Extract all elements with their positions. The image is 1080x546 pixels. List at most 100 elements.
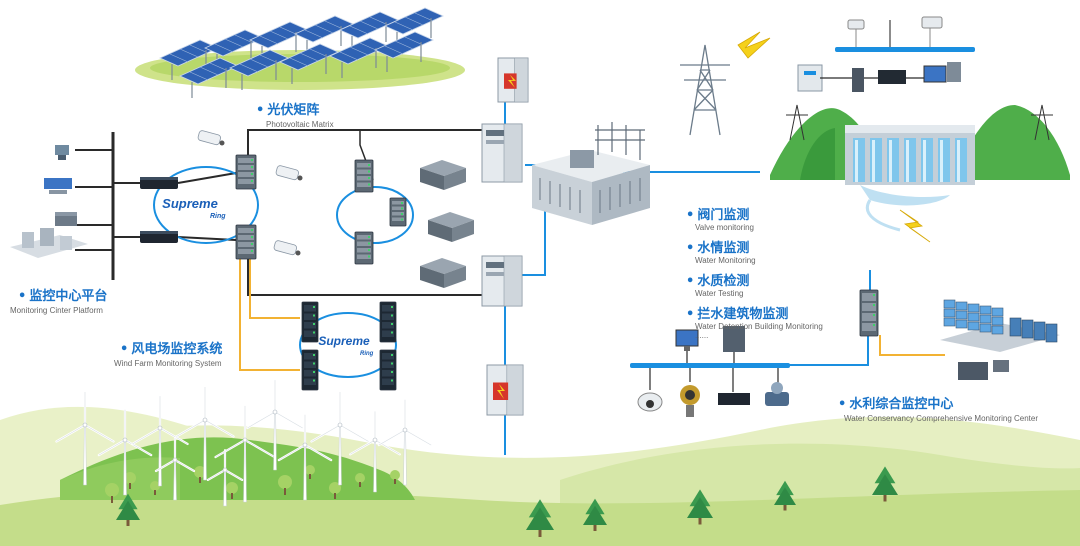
- monitor-center-en: Monitoring Cinter Platform: [10, 306, 103, 315]
- camera-icon: [275, 165, 303, 181]
- supreme-ring-right: Supreme Ring: [299, 312, 397, 378]
- water-items-list: •阀门监测 Valve monitoring •水情监测 Water Monit…: [686, 204, 823, 340]
- pv-label-zh: 光伏矩阵: [267, 103, 320, 118]
- tree-icon: [150, 481, 160, 495]
- water-item-zh: 水质检测: [697, 274, 750, 289]
- inverter-box-icon: [420, 258, 466, 288]
- solar-panel-icon: [279, 43, 339, 84]
- wind-turbine-icon: [214, 404, 276, 503]
- wind-turbine-icon: [310, 390, 370, 486]
- water-monitoring-devices: [630, 326, 790, 417]
- supreme-ring-left: Supreme Ring: [153, 166, 259, 244]
- water-item-en: Water Detention Building Monitoring: [695, 322, 823, 331]
- server-icon: [723, 326, 745, 352]
- network-links: [75, 100, 945, 455]
- cameras: [197, 130, 303, 256]
- pv-label: •光伏矩阵 Photovoltaic Matrix: [256, 103, 334, 129]
- tree-icon: [872, 466, 898, 502]
- water-item: •水质检测 Water Testing: [686, 270, 823, 298]
- water-center-label: •水利综合监控中心 Water Conservancy Comprehensiv…: [838, 397, 1039, 423]
- industrial-switch-icon: [354, 231, 374, 265]
- water-item-zh: 阀门监测: [697, 208, 750, 223]
- solar-panel-icon: [329, 37, 389, 78]
- water-item: •水情监测 Water Monitoring: [686, 237, 823, 265]
- water-item-zh: 水情监测: [697, 241, 750, 256]
- water-item-en: Valve monitoring: [695, 223, 754, 232]
- cabinets: [481, 57, 529, 416]
- wind-turbine-icon: [131, 395, 189, 487]
- tree-icon: [774, 480, 796, 511]
- industrial-switch-icon: [301, 349, 319, 391]
- facility-icon: [10, 228, 88, 258]
- inverter-box-icon: [428, 212, 474, 242]
- dam-icon: [770, 104, 1070, 243]
- industrial-switches: [235, 154, 879, 391]
- wind-turbine-icon: [97, 408, 153, 496]
- trees: [105, 465, 898, 537]
- solar-panel-icon: [374, 31, 434, 72]
- power-tower-icon: [680, 31, 771, 136]
- tree-icon: [278, 475, 292, 495]
- wind-turbine-icon: [349, 410, 401, 493]
- tree-icon: [105, 483, 119, 503]
- wind-farm-zh: 风电场监控系统: [131, 342, 223, 357]
- tree-icon: [390, 470, 400, 484]
- control-cabinet-icon: [481, 123, 523, 183]
- wind-turbines: [55, 379, 433, 507]
- substation-building-icon: [532, 122, 650, 225]
- lightning-cabinet-icon: [497, 57, 529, 103]
- water-sensor-icon: [680, 385, 700, 417]
- tree-icon: [526, 499, 554, 537]
- flow-meter-icon: [765, 382, 789, 406]
- tree-icon: [583, 498, 607, 531]
- monitor-center-label: •监控中心平台 Monitoring Cinter Platform: [10, 289, 108, 315]
- tree-icon: [194, 466, 206, 483]
- industrial-switch-icon: [235, 154, 257, 190]
- industrial-switch-icon: [354, 159, 374, 193]
- router-icon: [140, 231, 178, 243]
- tree-icon: [355, 473, 365, 487]
- camera-icon: [273, 240, 301, 256]
- wind-turbine-icon: [175, 385, 235, 481]
- water-items-ellipsis: ......: [695, 331, 709, 340]
- industrial-switch-icon: [379, 349, 397, 391]
- photovoltaic-matrix: [135, 7, 465, 98]
- tree-icon: [116, 493, 140, 526]
- water-center-zh: 水利综合监控中心: [849, 397, 954, 412]
- water-item: •拦水建筑物监测 Water Detention Building Monito…: [686, 307, 823, 331]
- terminal-icon: [55, 145, 69, 160]
- dome-camera-icon: [637, 392, 663, 412]
- ring-brand: Supreme: [318, 334, 370, 348]
- water-center-screens: [940, 299, 1060, 380]
- solar-panel-group: [159, 7, 444, 98]
- wind-turbine-icon: [377, 398, 433, 486]
- tree-icon: [329, 482, 341, 499]
- water-item: •阀门监测 Valve monitoring: [686, 204, 823, 232]
- tree-icon: [687, 489, 713, 525]
- wind-turbine-icon: [246, 379, 304, 471]
- wind-farm-label: •风电场监控系统 Wind Farm Monitoring System: [114, 342, 223, 368]
- monitoring-center-devices: [10, 145, 178, 258]
- tree-icon: [226, 482, 238, 499]
- switch-ring-middle: [336, 186, 414, 244]
- pv-label-en: Photovoltaic Matrix: [266, 120, 334, 129]
- industrial-switch-icon: [379, 301, 397, 343]
- ring-sub: Ring: [210, 213, 226, 220]
- lightning-cabinet-icon: [486, 364, 524, 416]
- router-icon: [718, 393, 750, 405]
- tree-icon: [305, 465, 315, 479]
- inverter-box-icon: [420, 160, 466, 190]
- ring-brand: Supreme: [162, 196, 218, 211]
- ring-sub: Ring: [360, 351, 374, 357]
- camera-icon: [847, 19, 865, 47]
- wind-turbine-icon: [154, 436, 196, 501]
- tree-icon: [124, 472, 136, 489]
- solar-panel-icon: [229, 49, 289, 90]
- water-center-en: Water Conservancy Comprehensive Monitori…: [844, 414, 1039, 423]
- dam-top-equipment: [797, 16, 975, 92]
- industrial-switch-icon: [235, 224, 257, 260]
- industrial-switch-icon: [859, 289, 879, 337]
- water-item-zh: 拦水建筑物监测: [697, 307, 789, 322]
- industrial-switch-icon: [301, 301, 319, 343]
